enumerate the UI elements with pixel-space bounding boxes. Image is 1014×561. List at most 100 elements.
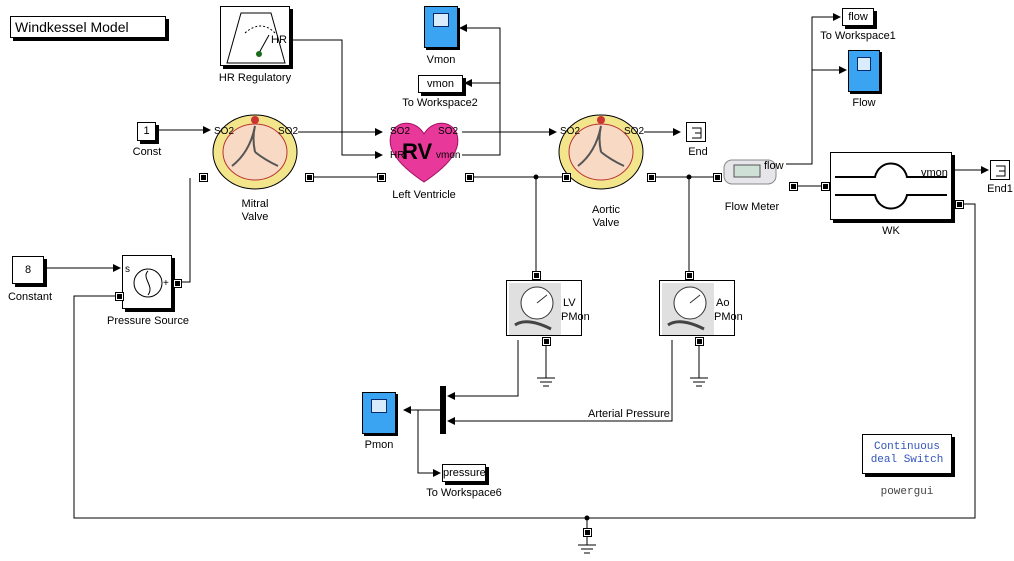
flow-meter-port-right[interactable]: [789, 182, 798, 191]
end-block[interactable]: [686, 122, 706, 142]
mitral-label-2: Valve: [241, 211, 269, 223]
ao-pmon-port-bottom[interactable]: [695, 337, 704, 346]
pressure-source-port-left[interactable]: [115, 292, 124, 301]
aortic-port-out: SO2: [624, 126, 645, 137]
lv-pmon-line2: PMon: [561, 311, 590, 323]
to-workspace6-var: pressure: [443, 467, 486, 479]
ao-pmon-line2: PMon: [714, 311, 743, 323]
to-workspace1-block[interactable]: flow: [842, 8, 874, 26]
flow-meter-icon: [723, 159, 777, 185]
mitral-label-1: Mitral: [241, 198, 269, 210]
ground-port[interactable]: [583, 528, 592, 537]
wk-port: vmon: [921, 167, 948, 179]
pressure-source-port-s: s: [125, 264, 130, 275]
lv-port-vmon: vmon: [436, 150, 461, 161]
lv-pmon-port-top[interactable]: [532, 271, 541, 280]
pressure-source-block[interactable]: s +: [122, 255, 172, 309]
powergui-block[interactable]: Continuous deal Switch: [862, 434, 952, 474]
pressure-gauge-icon: [509, 283, 561, 335]
powergui-line2: deal Switch: [870, 454, 944, 466]
scope-screen-icon: [371, 399, 387, 413]
wk-port-left[interactable]: [821, 182, 830, 191]
to-workspace2-block[interactable]: vmon: [418, 75, 463, 93]
rv-badge: RV: [402, 139, 433, 164]
vmon-scope-label: Vmon: [426, 54, 456, 66]
model-title: Windkessel Model: [10, 16, 166, 38]
flow-meter-port-left[interactable]: [713, 173, 722, 182]
valve-icon: [212, 114, 298, 190]
lv-port-right[interactable]: [465, 173, 474, 182]
hr-port-label: HR: [271, 34, 287, 46]
mitral-port-out: SO2: [278, 126, 299, 137]
powergui-line1: Continuous: [873, 441, 940, 453]
constant-block[interactable]: 8: [12, 256, 44, 284]
mitral-valve-block[interactable]: SO2 SO2: [210, 112, 300, 192]
constant-label: Constant: [7, 291, 53, 303]
left-ventricle-block[interactable]: RV SO2 HR SO2 vmon: [384, 118, 464, 186]
scope-screen-icon: [433, 13, 449, 27]
lv-port-so2-out: SO2: [438, 126, 459, 137]
model-title-text: Windkessel Model: [15, 19, 129, 35]
mitral-port-in: SO2: [214, 126, 235, 137]
lv-port-hr: HR: [390, 150, 405, 161]
to-workspace2-var: vmon: [427, 78, 454, 90]
ao-pmon-line1: Ao: [716, 297, 730, 309]
to-workspace1-var: flow: [848, 11, 868, 23]
pressure-source-label: Pressure Source: [107, 315, 189, 327]
flow-scope-label: Flow: [852, 97, 876, 109]
ao-pmon-port-top[interactable]: [685, 271, 694, 280]
pressure-gauge-icon: [662, 283, 714, 335]
aortic-label-1: Aortic: [591, 204, 621, 216]
to-workspace6-block[interactable]: pressure: [442, 464, 486, 482]
flow-meter-port: flow: [764, 160, 784, 172]
pressure-source-port-plus: +: [163, 278, 169, 289]
aortic-port-right[interactable]: [647, 173, 656, 182]
left-ventricle-label: Left Ventricle: [392, 189, 456, 201]
wk-block[interactable]: vmon: [830, 152, 952, 220]
mitral-port-right[interactable]: [305, 173, 314, 182]
pressure-source-port-right[interactable]: [173, 279, 182, 288]
end1-block[interactable]: [990, 160, 1010, 180]
powergui-label: powergui: [880, 486, 934, 498]
to-workspace6-label: To Workspace6: [426, 487, 502, 499]
pmon-scope-label: Pmon: [364, 439, 394, 451]
aortic-port-left[interactable]: [562, 173, 571, 182]
aortic-valve-block[interactable]: SO2 SO2: [556, 112, 646, 192]
aortic-port-in: SO2: [560, 126, 581, 137]
end-label: End: [688, 146, 708, 158]
wk-port-right[interactable]: [955, 200, 964, 209]
lv-port-so2-in: SO2: [390, 126, 411, 137]
ao-pmon-block[interactable]: Ao PMon: [659, 280, 743, 336]
hr-regulatory-block[interactable]: HR: [220, 6, 290, 66]
arterial-pressure-label: Arterial Pressure: [588, 408, 670, 420]
vmon-scope[interactable]: [424, 6, 458, 48]
to-workspace2-label: To Workspace2: [402, 97, 478, 109]
flow-meter-block[interactable]: flow: [722, 154, 788, 190]
aortic-label-2: Valve: [592, 217, 620, 229]
lv-port-left[interactable]: [377, 173, 386, 182]
const-label: Const: [132, 146, 162, 158]
lv-pmon-line1: LV: [563, 297, 576, 309]
to-workspace1-label: To Workspace1: [820, 30, 896, 42]
lv-pmon-port-bottom[interactable]: [542, 337, 551, 346]
constant-value: 8: [24, 264, 32, 276]
terminator-icon: [996, 165, 1006, 177]
windkessel-icon: [835, 162, 947, 210]
pmon-scope[interactable]: [362, 392, 396, 434]
mitral-port-left[interactable]: [199, 173, 208, 182]
const-block[interactable]: 1: [137, 122, 156, 141]
flow-scope[interactable]: [848, 50, 880, 92]
valve-icon: [558, 114, 644, 190]
flow-meter-label: Flow Meter: [724, 201, 780, 213]
lv-pmon-block[interactable]: LV PMon: [506, 280, 590, 336]
source-icon: [133, 268, 163, 298]
heart-icon: [389, 122, 459, 183]
scope-screen-icon: [857, 57, 871, 71]
wk-label: WK: [882, 225, 900, 237]
mux-block[interactable]: [440, 386, 446, 434]
hr-regulatory-label: HR Regulatory: [218, 72, 292, 84]
terminator-icon: [692, 127, 702, 139]
end1-label: End1: [987, 183, 1013, 195]
gauge-icon: [226, 12, 286, 64]
